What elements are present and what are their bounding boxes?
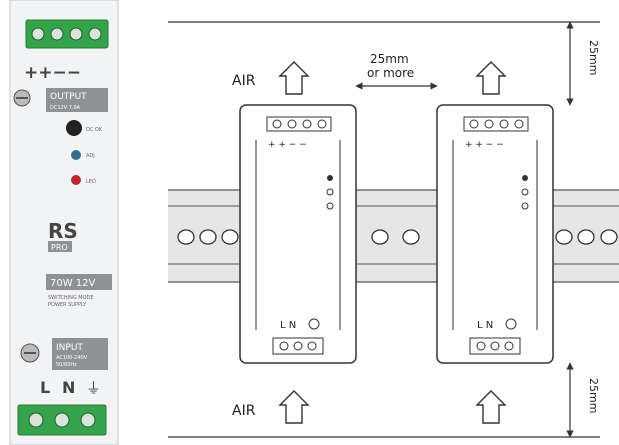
gap-label-line-1: 25mm xyxy=(370,52,409,66)
module-left-input-label: L N xyxy=(280,320,296,331)
rs-pro-logo: RS PRO xyxy=(48,219,78,252)
rail-slot xyxy=(199,229,217,245)
psu-housing xyxy=(9,0,119,445)
gap-label-line-2: or more xyxy=(367,66,414,80)
output-label: OUTPUT xyxy=(50,92,87,102)
output-label-box xyxy=(46,88,108,112)
psu-photo: ++−− OUTPUT DC12V 7.0A DC OK ADJ LED RS … xyxy=(9,0,119,445)
input-sub-1: AC100-240V xyxy=(56,355,88,361)
top-clearance-label: 25mm xyxy=(587,40,600,75)
type-line-1: SWITCHING MODE xyxy=(48,295,94,301)
airflow-arrow-icon xyxy=(278,61,310,95)
airflow-arrow-icon xyxy=(475,390,507,424)
output-polarity: ++−− xyxy=(24,63,81,83)
air-label-top: AIR xyxy=(232,73,256,89)
dc-ok-label: DC OK xyxy=(86,127,103,133)
rail-slot xyxy=(577,229,595,245)
rail-slot xyxy=(221,229,239,245)
bottom-clearance-label: 25mm xyxy=(587,378,600,413)
airflow-arrow-icon xyxy=(278,390,310,424)
input-sub-2: 50/60Hz xyxy=(56,362,77,368)
svg-text:PRO: PRO xyxy=(51,243,68,252)
bottom-input-connector xyxy=(17,404,107,436)
input-label-box xyxy=(52,338,108,370)
rail-slot xyxy=(177,229,195,245)
rail-slot xyxy=(555,229,573,245)
led-indicator xyxy=(71,175,81,185)
dc-ok-indicator xyxy=(66,120,82,136)
earth-icon xyxy=(308,318,320,330)
terminal-label-n: N xyxy=(62,378,75,397)
type-line-2: POWER SUPPLY xyxy=(48,302,87,308)
rail-slot xyxy=(371,229,389,245)
led-label: LED xyxy=(86,179,96,185)
earth-icon xyxy=(505,318,517,330)
rating-label: 70W 12V xyxy=(50,278,96,289)
output-sub: DC12V 7.0A xyxy=(50,105,81,111)
psu-module-left: + + − − L N xyxy=(239,104,357,364)
module-right-polarity: + + − − xyxy=(465,140,504,150)
air-label-bottom: AIR xyxy=(232,403,256,419)
input-screw xyxy=(20,343,40,363)
adj-label: ADJ xyxy=(86,153,95,159)
terminal-label-earth: ⏚ xyxy=(86,379,101,397)
module-left-polarity: + + − − xyxy=(268,140,307,150)
rail-slot xyxy=(402,229,420,245)
terminal-label-l: L xyxy=(40,378,50,397)
module-right-input-label: L N xyxy=(477,320,493,331)
psu-module-right: + + − − L N xyxy=(436,104,554,364)
adjust-screw xyxy=(13,89,31,107)
top-output-connector xyxy=(25,19,109,49)
input-label: INPUT xyxy=(56,343,83,353)
airflow-arrow-icon xyxy=(475,61,507,95)
rail-slot xyxy=(600,229,618,245)
rating-label-box xyxy=(46,274,112,290)
svg-text:RS: RS xyxy=(48,219,78,243)
adj-knob xyxy=(71,150,81,160)
